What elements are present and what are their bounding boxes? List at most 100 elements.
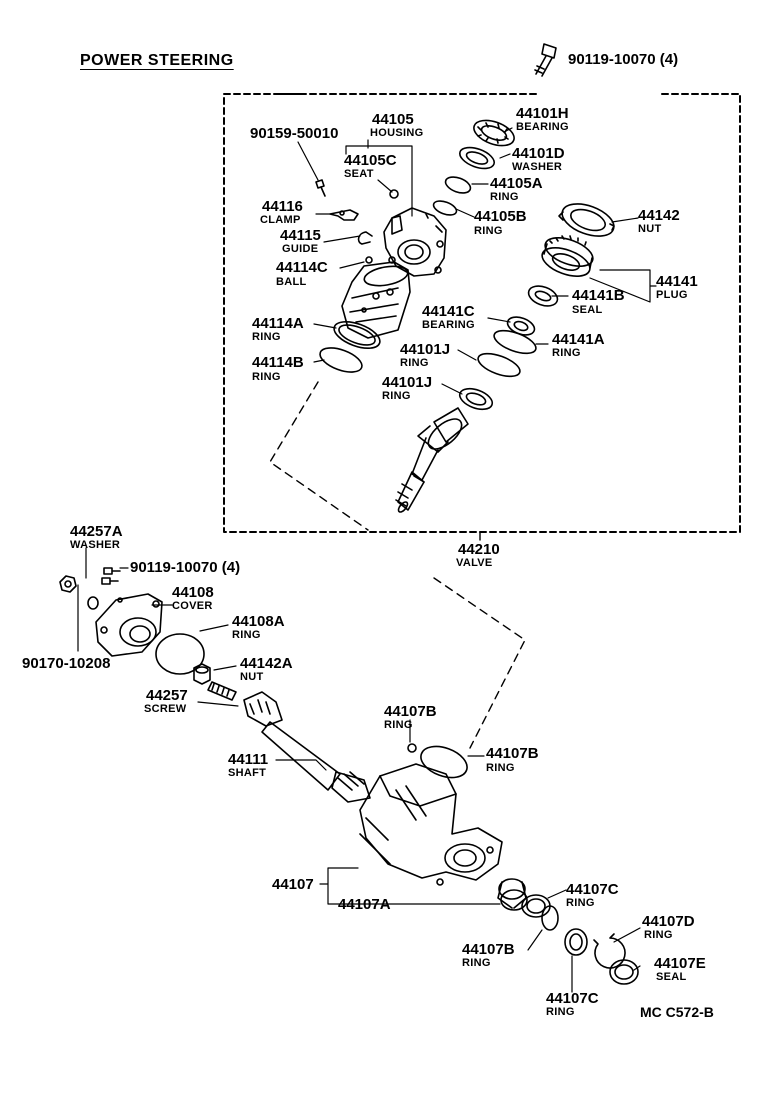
- part-number-44142A: 44142A: [240, 655, 293, 672]
- part-name-44107B: RING: [486, 762, 515, 774]
- part-number-44115: 44115: [280, 227, 321, 244]
- part-number-44141: 44141: [656, 273, 698, 290]
- part-number-44114B: 44114B: [252, 354, 304, 371]
- part-number-44101D: 44101D: [512, 145, 565, 162]
- part-number-44107: 44107: [272, 876, 314, 893]
- cover-icon: [95, 593, 163, 657]
- part-name-44107E: SEAL: [656, 971, 687, 983]
- part-name-44257: SCREW: [144, 703, 187, 715]
- oil-seal-icon: [609, 959, 639, 985]
- part-number-44257: 44257: [146, 687, 188, 704]
- part-number-44107A: 44107A: [338, 896, 391, 913]
- part-number-44210: 44210: [458, 541, 500, 558]
- part-number-44107C: 44107C: [566, 881, 619, 898]
- part-number-44114C: 44114C: [276, 259, 328, 276]
- washer-icon: [87, 596, 99, 610]
- part-name-44114C: BALL: [276, 276, 307, 288]
- part-number-44108: 44108: [172, 584, 214, 601]
- seal-ring-icon: [521, 894, 551, 918]
- part-number-44101H: 44101H: [516, 105, 569, 122]
- part-number-bolt: 90119-10070 (4): [568, 51, 679, 68]
- valve-housing-icon: [383, 207, 447, 277]
- part-name-44142: NUT: [638, 223, 662, 235]
- part-number-90170: 90170-10208: [22, 655, 111, 672]
- o-ring-icon: [432, 200, 458, 216]
- part-name-44105A: RING: [490, 191, 519, 203]
- part-name-44105B: RING: [474, 225, 503, 237]
- part-number-44105: 44105: [372, 111, 414, 128]
- part-number-44101J: 44101J: [382, 374, 433, 391]
- part-name-44101D: WASHER: [512, 161, 563, 173]
- gear-housing-icon: [359, 763, 503, 886]
- o-ring-icon: [444, 176, 472, 194]
- part-number-44107D: 44107D: [642, 913, 695, 930]
- part-name-44107C: RING: [566, 897, 595, 909]
- part-number-44141A: 44141A: [552, 331, 605, 348]
- adjusting-screw-icon: [207, 681, 237, 701]
- part-name-44107D: RING: [644, 929, 673, 941]
- part-name-44114A: RING: [252, 331, 281, 343]
- clamp-icon: [329, 209, 359, 221]
- part-number-44116: 44116: [262, 198, 303, 215]
- valve-sleeve-icon: [341, 261, 411, 339]
- o-ring-icon: [155, 633, 205, 675]
- o-ring-icon: [420, 745, 468, 779]
- part-number-44141C: 44141C: [422, 303, 475, 320]
- part-number-44107C: 44107C: [546, 990, 599, 1007]
- part-name-44114B: RING: [252, 371, 281, 383]
- o-ring-icon: [493, 329, 537, 355]
- leader-lines: [77, 127, 657, 993]
- o-ring-icon: [319, 347, 363, 373]
- part-name-44111: SHAFT: [228, 767, 267, 779]
- part-number-44105B: 44105B: [474, 208, 527, 225]
- part-name-44142A: NUT: [240, 671, 264, 683]
- part-number-44107B: 44107B: [462, 941, 515, 958]
- guide-icon: [357, 231, 373, 245]
- part-name-44105C: SEAT: [344, 168, 374, 180]
- part-name-44101H: BEARING: [516, 121, 569, 133]
- part-name-44116: CLAMP: [260, 214, 301, 226]
- part-number-44105C: 44105C: [344, 152, 397, 169]
- part-name-44101J: RING: [400, 357, 429, 369]
- valve-assembly-boundary: [223, 93, 741, 533]
- part-number-44141B: 44141B: [572, 287, 625, 304]
- part-number-44101J: 44101J: [400, 341, 451, 358]
- part-number-44257A: 44257A: [70, 523, 123, 540]
- part-name-44141A: RING: [552, 347, 581, 359]
- part-name-44141C: BEARING: [422, 319, 475, 331]
- valve-body-icon: [395, 387, 494, 513]
- seat-icon: [389, 189, 399, 199]
- part-name-44108: COVER: [172, 600, 213, 612]
- part-name-44108A: RING: [232, 629, 261, 641]
- lock-nut-icon: [558, 203, 615, 237]
- part-number-44142: 44142: [638, 207, 680, 224]
- part-name-44107C: RING: [546, 1006, 575, 1018]
- hex-nut-icon: [59, 575, 77, 593]
- part-name-44210: VALVE: [456, 557, 493, 569]
- part-number-90159: 90159-50010: [250, 125, 339, 142]
- bearing-icon: [473, 119, 515, 147]
- part-name-44141B: SEAL: [572, 304, 603, 316]
- ball-icon: [365, 256, 373, 264]
- part-number-44105A: 44105A: [490, 175, 543, 192]
- part-name-44141: PLUG: [656, 289, 688, 301]
- part-name-44107B: RING: [462, 957, 491, 969]
- part-number-44107B: 44107B: [486, 745, 539, 762]
- part-name-44257A: WASHER: [70, 539, 121, 551]
- part-name-44115: GUIDE: [282, 243, 319, 255]
- bolt-icon: [534, 43, 557, 77]
- seal-ring-icon: [564, 928, 588, 956]
- part-name-44107B: RING: [384, 719, 413, 731]
- washer-icon: [459, 146, 495, 170]
- snap-ring-icon: [593, 933, 626, 969]
- part-number-44111: 44111: [228, 751, 269, 768]
- seal-ring-icon: [333, 321, 381, 349]
- adjusting-plug-icon: [541, 235, 594, 277]
- part-number-44108A: 44108A: [232, 613, 285, 630]
- screw-icon: [315, 179, 326, 197]
- part-name-44101J: RING: [382, 390, 411, 402]
- bolt-icon: [101, 567, 121, 585]
- part-name-44105: HOUSING: [370, 127, 424, 139]
- sector-shaft-icon: [243, 691, 371, 803]
